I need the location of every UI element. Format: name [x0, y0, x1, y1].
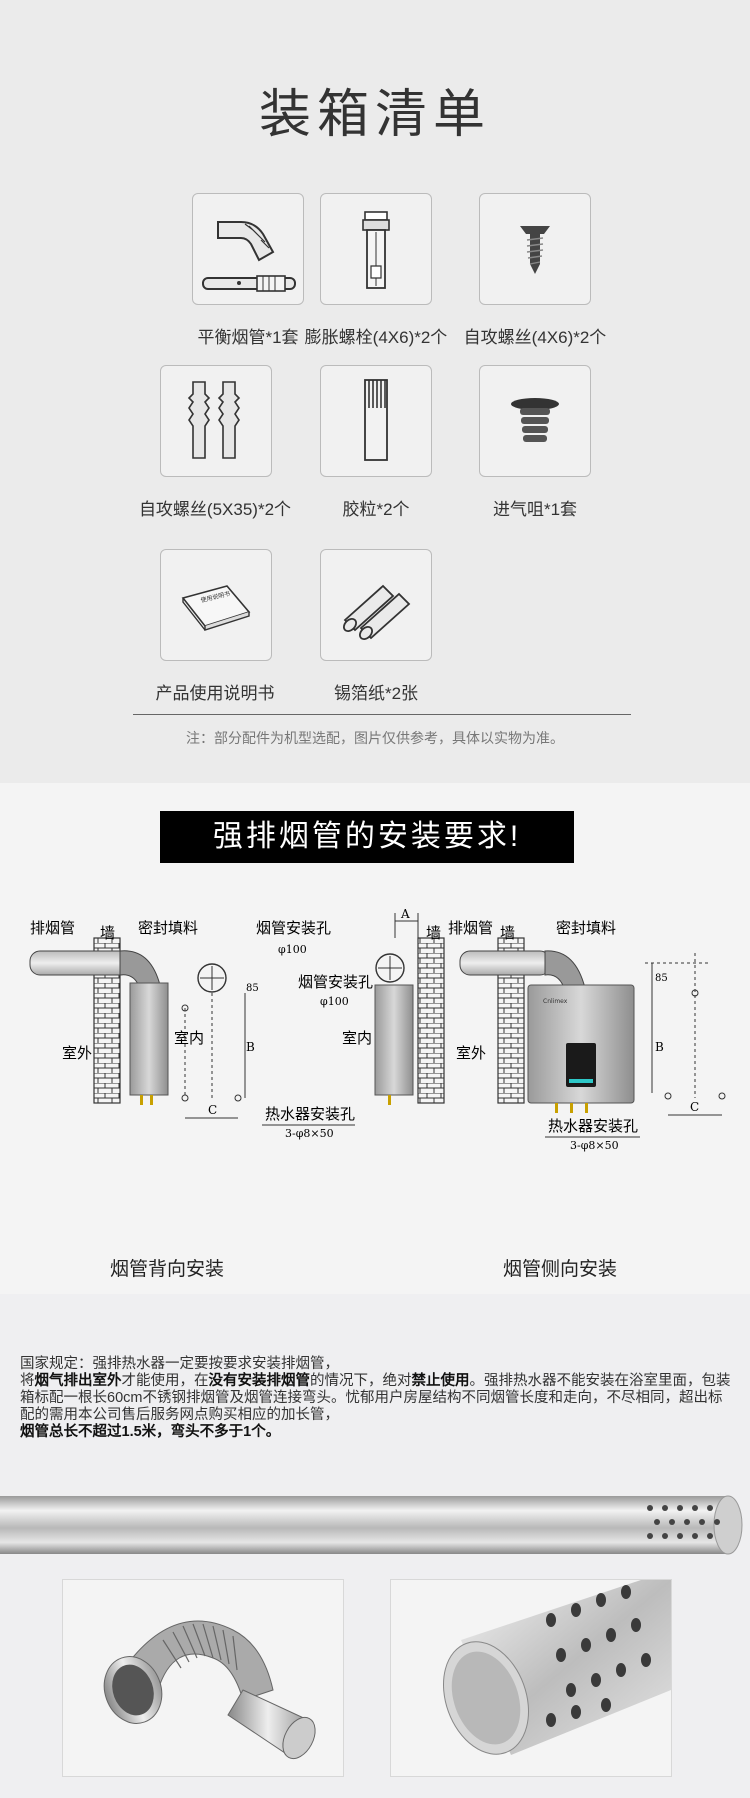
item-air-intake-nozzle: 进气咀*1套: [445, 365, 625, 520]
label-dim-top: 85: [246, 983, 259, 994]
item-expansion-bolt: 膨胀螺栓(4X6)*2个: [286, 193, 466, 348]
rubber-plug-icon: [320, 365, 432, 477]
reg-text: 。强排热水器不能安装在浴室里面，包装箱标配一根长60cm不锈钢排烟管及烟管连接弯…: [20, 1373, 731, 1423]
straight-pipe-image: [0, 1495, 743, 1555]
item-wall-anchor: 自攻螺丝(5X35)*2个: [125, 365, 305, 520]
label-dim-b: B: [655, 1040, 664, 1054]
reg-text: 的情况下，绝对: [310, 1373, 412, 1389]
reg-bold: 没有安装排烟管: [208, 1373, 311, 1389]
item-label: 平衡烟管*1套: [197, 328, 299, 347]
label-exhaust-pipe: 排烟管: [448, 919, 493, 937]
heater-brand: Cnlimex: [543, 998, 568, 1005]
item-label: 自攻螺丝(4X6)*2个: [463, 328, 607, 347]
heater-display: [566, 1043, 596, 1087]
label-flue-hole-size: φ100: [320, 995, 349, 1008]
item-label: 胶粒*2个: [342, 500, 410, 519]
exhaust-pipe: [459, 950, 551, 976]
label-wall: 墙: [100, 924, 115, 942]
water-heater-side: [374, 984, 414, 1096]
regulation-limit: 烟管总长不超过1.5米，弯头不多于1个。: [20, 1424, 281, 1440]
label-heater-hole-size: 3-φ8×50: [570, 1139, 619, 1152]
label-flue-hole: 烟管安装孔: [298, 973, 373, 991]
flue-hole-marker: [197, 963, 227, 993]
caption-back-install: 烟管背向安装: [110, 1258, 225, 1280]
regulation-text: 国家规定：强排热水器一定要按要求安装排烟管， 将烟气排出室外才能使用，在没有安装…: [20, 1356, 732, 1441]
label-flue-hole: 烟管安装孔: [256, 919, 331, 937]
item-label: 膨胀螺栓(4X6)*2个: [304, 328, 448, 347]
item-self-tapping-screw: 自攻螺丝(4X6)*2个: [445, 193, 625, 348]
label-flue-hole-size: φ100: [278, 943, 307, 956]
manual-book-icon: 使用说明书: [160, 549, 272, 661]
label-exhaust-pipe: 排烟管: [30, 919, 75, 937]
exhaust-pipe: [29, 950, 131, 976]
packing-list-section: 装箱清单 平衡烟管*1套: [0, 0, 750, 783]
foil-roll-icon: [320, 549, 432, 661]
reg-bold: 禁止使用: [411, 1373, 470, 1389]
regulation-paragraph: 将烟气排出室外才能使用，在没有安装排烟管的情况下，绝对禁止使用。强排热水器不能安…: [20, 1373, 732, 1424]
install-banner: 强排烟管的安装要求!: [160, 811, 574, 863]
label-heater-hole-size: 3-φ8×50: [285, 1127, 334, 1140]
perforated-pipe-end-photo: [390, 1579, 672, 1777]
reg-text: 将: [20, 1373, 35, 1389]
label-dim-a: A: [400, 907, 410, 921]
label-seal: 密封填料: [556, 919, 616, 937]
wall: [417, 937, 445, 1104]
back-install-diagram: 排烟管 墙 密封填料 烟管安装孔 φ100 室外 室内 B 85 C 热水器安装…: [29, 919, 355, 1140]
label-dim-c: C: [690, 1100, 699, 1114]
divider: [133, 714, 631, 715]
packing-list-title: 装箱清单: [258, 86, 491, 144]
item-manual: 使用说明书 产品使用说明书: [125, 549, 305, 704]
regulation-line-1: 国家规定：强排热水器一定要按要求安装排烟管，: [20, 1356, 339, 1372]
label-indoor: 室内: [174, 1029, 204, 1047]
reg-text: 才能使用，在: [121, 1373, 209, 1389]
label-indoor: 室内: [342, 1029, 372, 1047]
label-seal: 密封填料: [138, 919, 198, 937]
label-heater-hole: 热水器安装孔: [265, 1105, 355, 1123]
flue-hole-marker: [375, 953, 405, 983]
disclaimer-note: 注：部分配件为机型选配，图片仅供参考，具体以实物为准。: [186, 730, 564, 746]
water-heater: [129, 982, 169, 1096]
label-outdoor: 室外: [62, 1044, 92, 1062]
label-outdoor: 室外: [456, 1044, 486, 1062]
item-label: 自攻螺丝(5X35)*2个: [138, 500, 292, 519]
label-wall: 墙: [426, 924, 441, 942]
reg-bold: 烟气排出室外: [34, 1373, 122, 1389]
item-label: 产品使用说明书: [155, 684, 275, 703]
label-wall-2: 墙: [500, 924, 515, 942]
item-rubber-plug: 胶粒*2个: [286, 365, 466, 520]
side-install-diagram: Cnlimex 烟管安装孔 φ100 A 墙 排烟管 墙 密封填料 室内 室外 …: [298, 907, 726, 1152]
item-balanced-flue-pipe: 平衡烟管*1套: [158, 193, 338, 348]
item-label: 锡箔纸*2张: [333, 684, 419, 703]
item-foil: 锡箔纸*2张: [286, 549, 466, 704]
label-dim-top: 85: [655, 973, 668, 984]
balanced-flue-pipe-icon: [192, 193, 304, 305]
regulation-section: 国家规定：强排热水器一定要按要求安装排烟管， 将烟气排出室外才能使用，在没有安装…: [0, 1294, 750, 1798]
item-label: 进气咀*1套: [492, 500, 578, 519]
elbow-pipe-photo: [62, 1579, 344, 1777]
label-heater-hole: 热水器安装孔: [548, 1117, 638, 1135]
label-dim-c: C: [208, 1103, 217, 1117]
install-section: 强排烟管的安装要求!: [0, 783, 750, 1294]
label-dim-b: B: [246, 1040, 255, 1054]
wall-anchor-icon: [160, 365, 272, 477]
air-intake-nozzle-icon: [479, 365, 591, 477]
install-diagram: 排烟管 墙 密封填料 烟管安装孔 φ100 室外 室内 B 85 C 热水器安装…: [29, 907, 726, 1152]
self-tapping-screw-icon: [479, 193, 591, 305]
caption-side-install: 烟管侧向安装: [503, 1258, 618, 1280]
expansion-bolt-icon: [320, 193, 432, 305]
